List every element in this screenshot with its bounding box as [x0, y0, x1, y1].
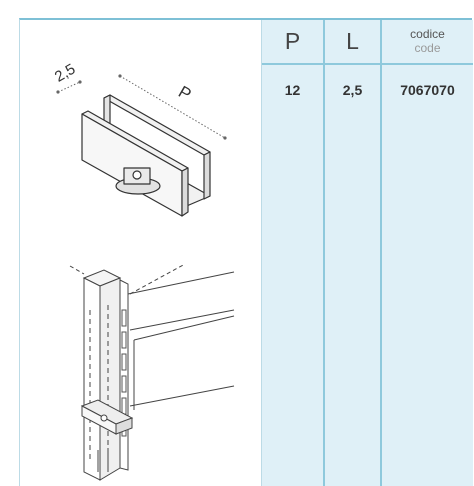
technical-drawing: 2,5 P	[52, 61, 235, 481]
cell-p: 12	[284, 82, 301, 98]
product-table: P 12 L 2,5 codice code 7067070	[262, 20, 473, 486]
assembly-drawing	[69, 263, 235, 481]
column-l: L 2,5	[325, 20, 382, 486]
column-code: codice code 7067070	[382, 20, 473, 486]
header-p-label: P	[284, 28, 301, 54]
header-l: L	[325, 20, 380, 65]
cell-l: 2,5	[342, 82, 363, 98]
illustration-panel: 2,5 P	[20, 20, 262, 486]
header-code: codice code	[382, 20, 473, 65]
dim-label-depth: P	[175, 82, 194, 104]
cell-code: 7067070	[400, 82, 455, 98]
header-code-it: codice	[410, 27, 445, 42]
product-sheet: 2,5 P	[19, 18, 473, 486]
dimension-lines	[57, 75, 226, 139]
header-p: P	[262, 20, 323, 65]
header-l-label: L	[346, 28, 359, 54]
column-p: P 12	[262, 20, 325, 486]
clip-top-drawing	[81, 94, 211, 217]
header-code-en: code	[414, 40, 441, 55]
dim-label-thickness: 2,5	[52, 61, 79, 86]
